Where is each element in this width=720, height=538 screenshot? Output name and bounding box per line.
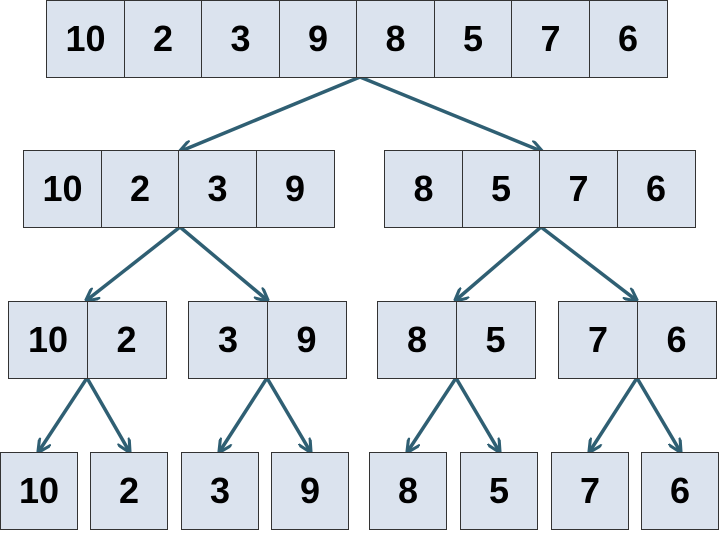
quarter-array-1: 10 2 xyxy=(8,301,167,379)
array-cell: 5 xyxy=(460,452,538,530)
array-cell: 6 xyxy=(616,150,696,228)
arrow-root-to-left-half xyxy=(181,75,361,151)
array-cell: 7 xyxy=(511,0,590,78)
arrow-q3-to-leaf-5 xyxy=(454,377,499,451)
arrow-right-half-to-q3 xyxy=(456,225,543,300)
array-cell: 9 xyxy=(255,150,335,228)
array-cell: 10 xyxy=(23,150,102,228)
left-half-array: 10 2 3 9 xyxy=(23,150,335,228)
array-cell: 10 xyxy=(0,452,78,530)
arrow-q1-to-leaf-0 xyxy=(39,377,89,451)
array-cell: 2 xyxy=(86,301,167,379)
arrow-root-to-right-half xyxy=(359,75,541,151)
array-cell: 3 xyxy=(201,0,280,78)
leaf-array-1: 10 xyxy=(0,452,78,530)
array-cell: 2 xyxy=(90,452,168,530)
array-cell: 7 xyxy=(551,452,629,530)
arrow-q4-to-leaf-7 xyxy=(635,377,680,451)
array-cell: 6 xyxy=(641,452,719,530)
array-cell: 6 xyxy=(588,0,668,78)
array-cell: 5 xyxy=(461,150,541,228)
arrow-right-half-to-q4 xyxy=(539,225,636,300)
array-cell: 8 xyxy=(384,150,463,228)
array-cell: 9 xyxy=(278,0,358,78)
arrow-left-half-to-q1 xyxy=(87,225,182,300)
array-cell: 8 xyxy=(377,301,457,379)
leaf-array-3: 3 xyxy=(181,452,259,530)
array-cell: 7 xyxy=(558,301,638,379)
leaf-array-6: 5 xyxy=(460,452,538,530)
leaf-array-4: 9 xyxy=(271,452,349,530)
right-half-array: 8 5 7 6 xyxy=(384,150,696,228)
array-cell: 10 xyxy=(46,0,125,78)
arrow-q3-to-leaf-4 xyxy=(408,377,458,451)
quarter-array-3: 8 5 xyxy=(377,301,536,379)
array-cell: 2 xyxy=(123,0,203,78)
arrow-left-half-to-q2 xyxy=(178,225,267,300)
arrow-q4-to-leaf-6 xyxy=(590,377,639,451)
array-cell: 3 xyxy=(181,452,259,530)
arrow-q1-to-leaf-1 xyxy=(85,377,129,451)
array-cell: 9 xyxy=(266,301,347,379)
leaf-array-8: 6 xyxy=(641,452,719,530)
array-cell: 7 xyxy=(539,150,618,228)
leaf-array-7: 7 xyxy=(551,452,629,530)
array-cell: 8 xyxy=(369,452,447,530)
array-cell: 3 xyxy=(178,150,257,228)
array-cell: 6 xyxy=(636,301,717,379)
array-cell: 10 xyxy=(8,301,88,379)
array-cell: 3 xyxy=(188,301,268,379)
arrow-q2-to-leaf-3 xyxy=(265,377,310,451)
quarter-array-4: 7 6 xyxy=(558,301,717,379)
arrow-q2-to-leaf-2 xyxy=(220,377,269,451)
leaf-array-2: 2 xyxy=(90,452,168,530)
leaf-array-5: 8 xyxy=(369,452,447,530)
array-cell: 2 xyxy=(100,150,180,228)
root-array: 10 2 3 9 8 5 7 6 xyxy=(46,0,668,78)
array-cell: 9 xyxy=(271,452,349,530)
array-cell: 8 xyxy=(356,0,435,78)
quarter-array-2: 3 9 xyxy=(188,301,347,379)
array-cell: 5 xyxy=(433,0,513,78)
array-cell: 5 xyxy=(455,301,536,379)
